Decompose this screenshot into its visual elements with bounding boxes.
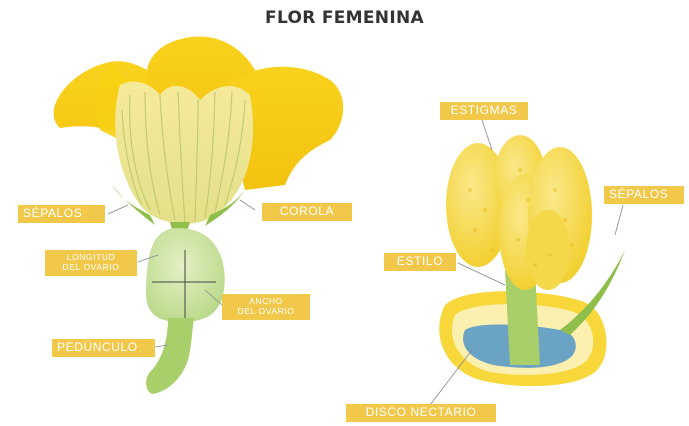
label-ancho-ovario: ANCHO DEL OVARIO <box>222 294 310 320</box>
label-ancho-line2: DEL OVARIO <box>226 307 306 317</box>
label-estilo: ESTILO <box>384 253 456 271</box>
corolla-inner <box>115 82 253 224</box>
label-sepalos-right: SÉPALOS <box>604 186 684 204</box>
label-disco-nectario: DISCO NECTARIO <box>346 404 496 422</box>
label-longitud-ovario: LONGITUD DEL OVARIO <box>45 250 137 276</box>
label-corola: COROLA <box>262 203 352 221</box>
label-longitud-line2: DEL OVARIO <box>49 263 133 273</box>
label-estigmas: ESTIGMAS <box>440 102 528 120</box>
label-pedunculo: PEDÚNCULO <box>52 339 155 357</box>
stigma-lobe-front <box>526 210 570 290</box>
label-sepalos-left: SÉPALOS <box>18 205 105 223</box>
reproductive-detail <box>439 135 625 386</box>
